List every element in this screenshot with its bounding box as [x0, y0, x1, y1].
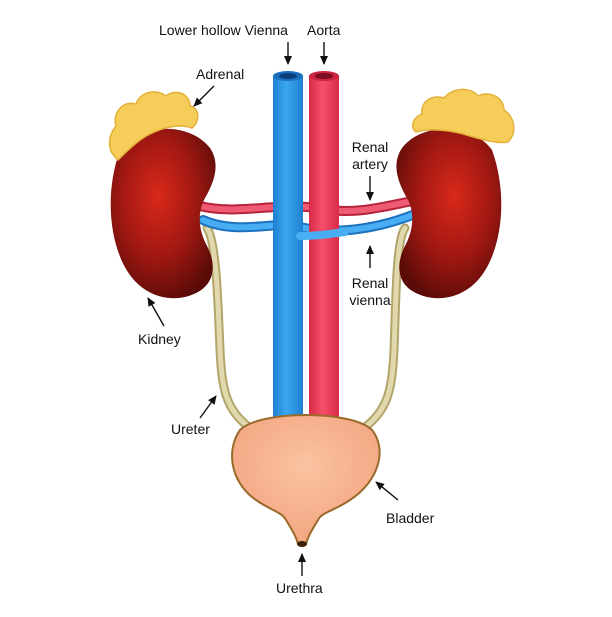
urethra-opening: [297, 541, 307, 547]
leader-arrows: [147, 42, 399, 576]
ureters: [202, 223, 410, 433]
left-kidney: [110, 128, 216, 299]
right-ureter-inner: [361, 225, 408, 431]
label-aorta: Aorta: [307, 22, 341, 38]
arrow-kidney: [147, 297, 165, 327]
label-kidney: Kidney: [138, 331, 181, 347]
renal-vein-crossing: [296, 228, 349, 240]
label-renal-vein-line1: Renal: [351, 275, 389, 291]
label-renal-artery: Renal artery: [344, 139, 396, 173]
label-renal-artery-line2: artery: [352, 156, 388, 172]
left-ureter-inner: [204, 225, 253, 431]
left-adrenal-gland: [108, 91, 199, 162]
label-bladder: Bladder: [386, 510, 435, 526]
right-kidney: [396, 128, 502, 299]
arrow-bladder: [375, 481, 399, 501]
label-adrenal: Adrenal: [196, 66, 245, 82]
arrow-adrenal: [193, 85, 215, 107]
label-urethra: Urethra: [276, 580, 323, 596]
label-ureter: Ureter: [171, 421, 210, 437]
right-adrenal-gland: [411, 88, 515, 144]
vena-cava: [273, 71, 303, 428]
arrow-ureter: [199, 395, 217, 419]
label-renal-vein: Renal vienna: [340, 275, 400, 309]
label-renal-artery-line1: Renal: [351, 139, 389, 155]
aorta: [309, 71, 339, 428]
label-renal-vein-line2: vienna: [349, 292, 391, 308]
bladder: [231, 414, 381, 545]
label-vena-cava: Lower hollow Vienna: [159, 22, 288, 38]
